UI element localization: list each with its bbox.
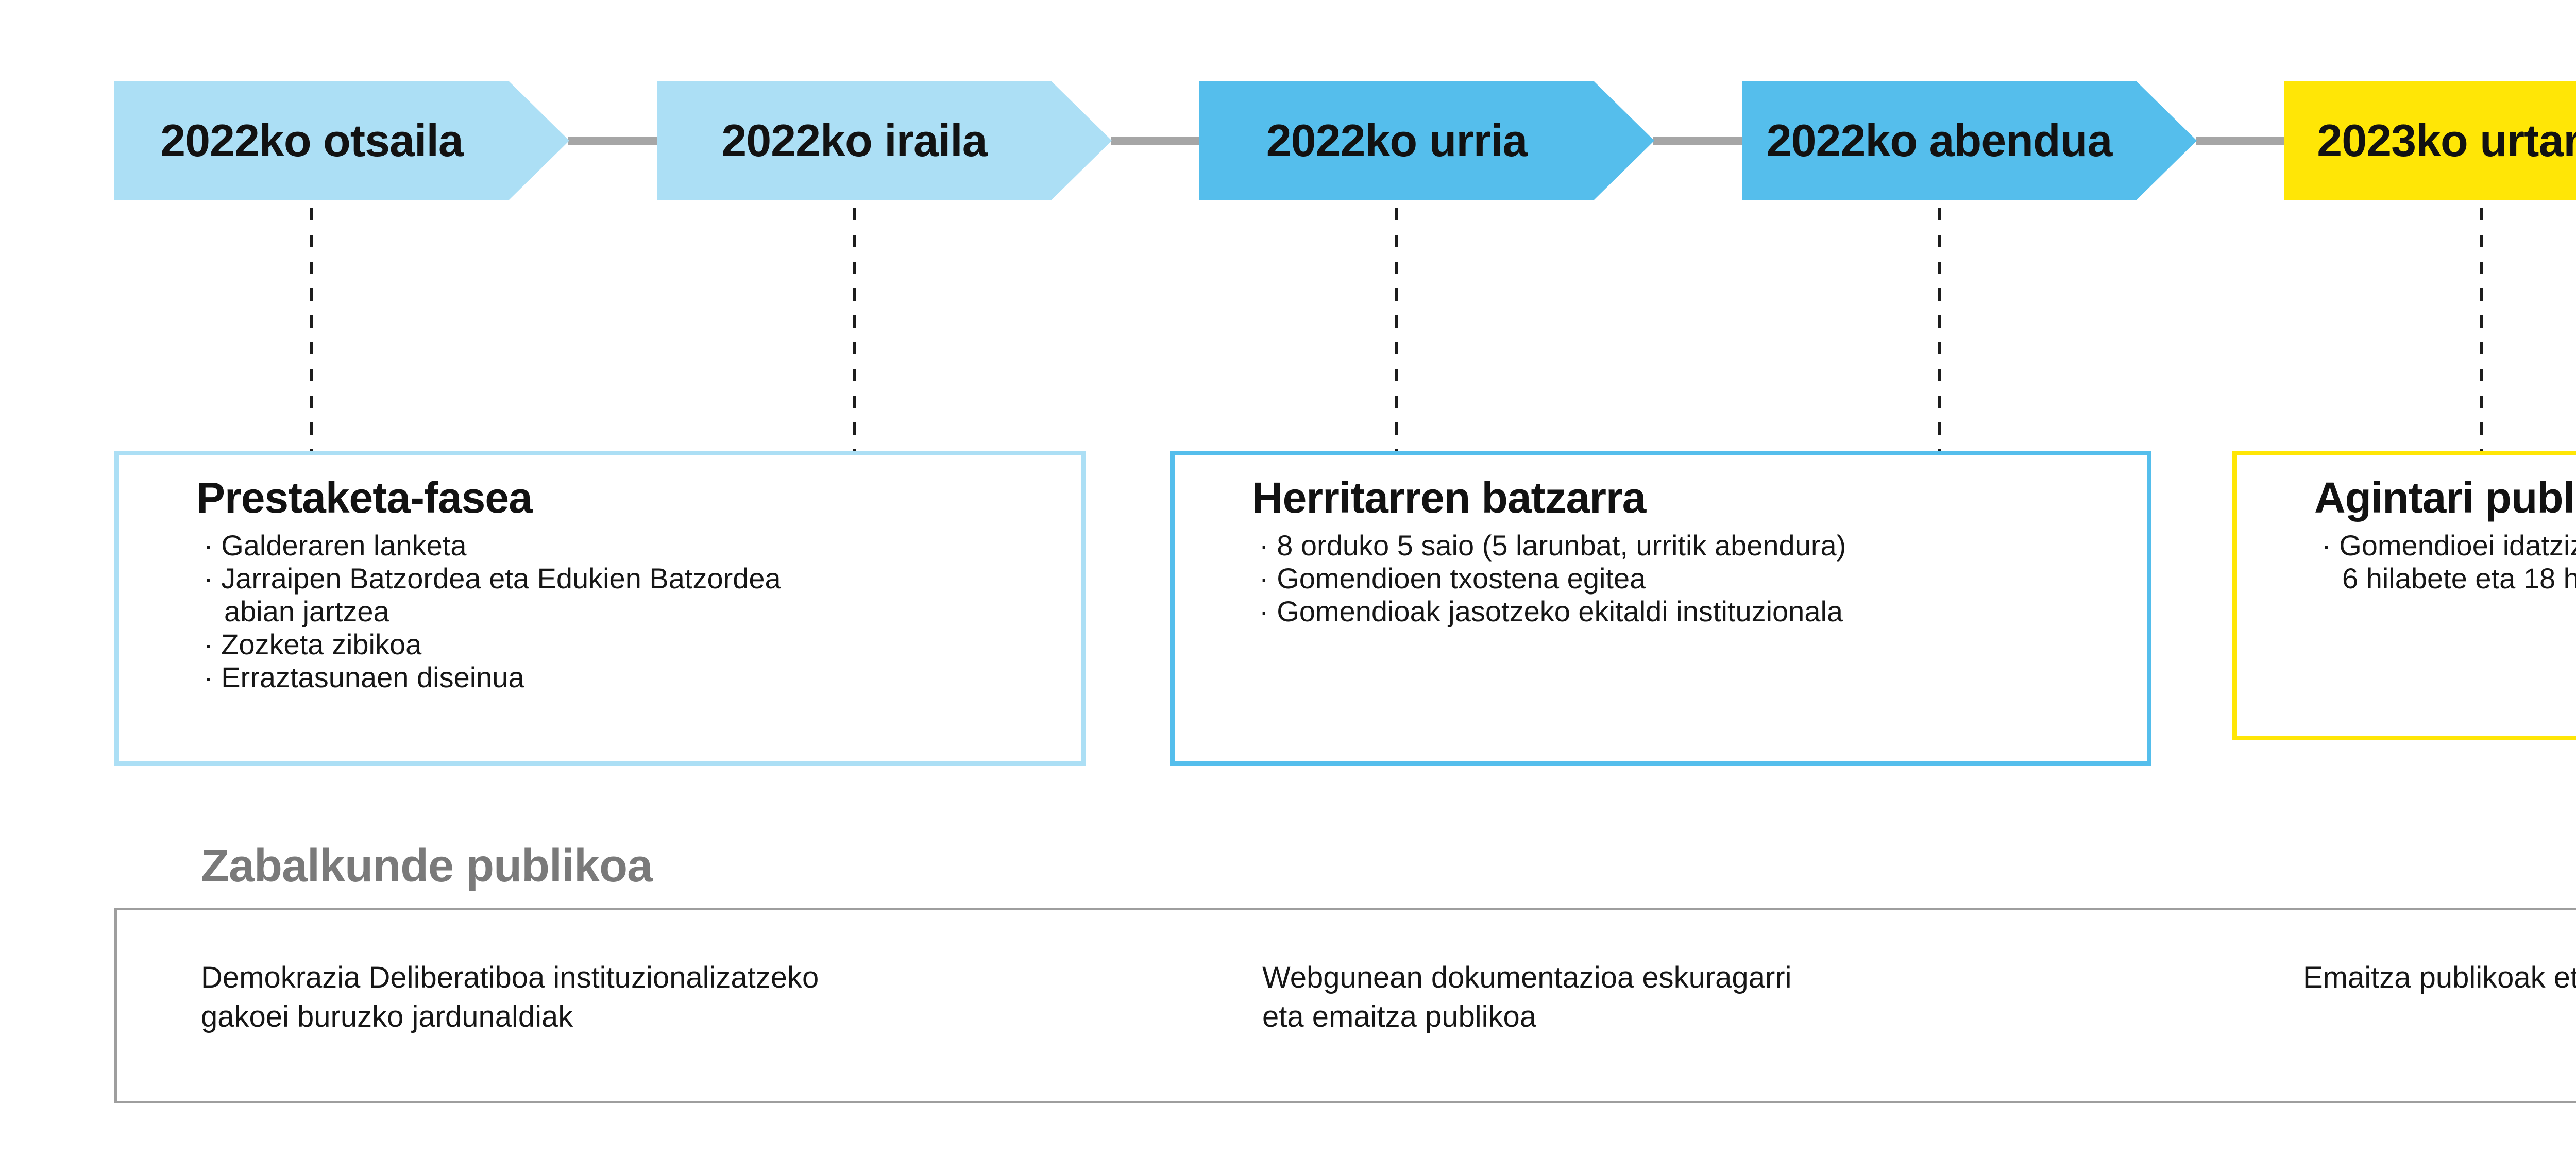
phase-title: Prestaketa-fasea <box>196 473 533 522</box>
phase-title: Herritarren batzarra <box>1252 473 1646 522</box>
dashed-connector-line <box>853 208 856 451</box>
phase-box-prestaketa-fasea: Prestaketa-fasea · Galderaren lanketa · … <box>114 451 1086 766</box>
phase-bullet: · Jarraipen Batzordea eta Edukien Batzor… <box>204 562 781 627</box>
milestone-arrow-2022-otsaila: 2022ko otsaila <box>114 81 569 200</box>
dashed-connector-line <box>2480 208 2483 451</box>
timeline-connector-line <box>1111 137 1200 145</box>
phase-bullet: · Zozketa zibikoa <box>204 627 422 660</box>
phase-bullet-list: · Galderaren lanketa · Jarraipen Batzord… <box>204 529 1055 694</box>
milestone-arrow-2022-urria: 2022ko urria <box>1199 81 1654 200</box>
phase-box-agintari-publikoa: Agintari publikoa · Gomendioei idatzizko… <box>2232 451 2576 740</box>
phase-bullet: · Erraztasunaen diseinua <box>204 660 524 693</box>
footer-heading: Zabalkunde publikoa <box>201 840 653 892</box>
milestone-label: 2023ko urtarrila <box>2317 115 2576 166</box>
timeline-connector-line <box>1653 137 1743 145</box>
milestone-label: 2022ko abendua <box>1766 115 2113 166</box>
phase-box-herritarren-batzarra: Herritarren batzarra · 8 orduko 5 saio (… <box>1170 451 2151 766</box>
milestone-label: 2022ko iraila <box>721 115 987 166</box>
phase-bullet-list: · 8 orduko 5 saio (5 larunbat, urritik a… <box>1259 529 2121 628</box>
phase-bullet: · Gomendioen txostena egitea <box>1259 562 1646 595</box>
milestone-label: 2022ko urria <box>1266 115 1528 166</box>
phase-bullet: · 8 orduko 5 saio (5 larunbat, urritik a… <box>1259 529 1846 562</box>
milestone-label: 2022ko otsaila <box>160 115 464 166</box>
dashed-connector-line <box>1395 208 1398 451</box>
phase-bullet-list: · Gomendioei idatzizko erantzunak eman 2… <box>2321 529 2576 595</box>
footer-box: Demokrazia Deliberatiboa instituzionaliz… <box>114 908 2576 1103</box>
phase-bullet: · Gomendioei idatzizko erantzunak eman 2… <box>2321 529 2576 595</box>
milestone-arrow-2022-abendua: 2022ko abendua <box>1742 81 2197 200</box>
phase-bullet: · Gomendioak jasotzeko ekitaldi instituz… <box>1259 595 1843 627</box>
milestone-arrow-2022-iraila: 2022ko iraila <box>657 81 1112 200</box>
dashed-connector-line <box>310 208 313 451</box>
footer-item: Demokrazia Deliberatiboa instituzionaliz… <box>201 961 819 1033</box>
phase-title: Agintari publikoa <box>2314 473 2576 522</box>
phase-bullet: · Galderaren lanketa <box>204 529 467 562</box>
footer-item: Emaitza publikoak eta hauek zabaltzeko e… <box>2303 961 2576 994</box>
dashed-connector-line <box>1938 208 1941 451</box>
timeline-connector-line <box>568 137 658 145</box>
footer-item: Webgunean dokumentazioa eskuragarri eta … <box>1262 961 1792 1033</box>
milestone-arrow-2023-urtarrila: 2023ko urtarrila <box>2284 81 2576 200</box>
timeline-connector-line <box>2196 137 2285 145</box>
